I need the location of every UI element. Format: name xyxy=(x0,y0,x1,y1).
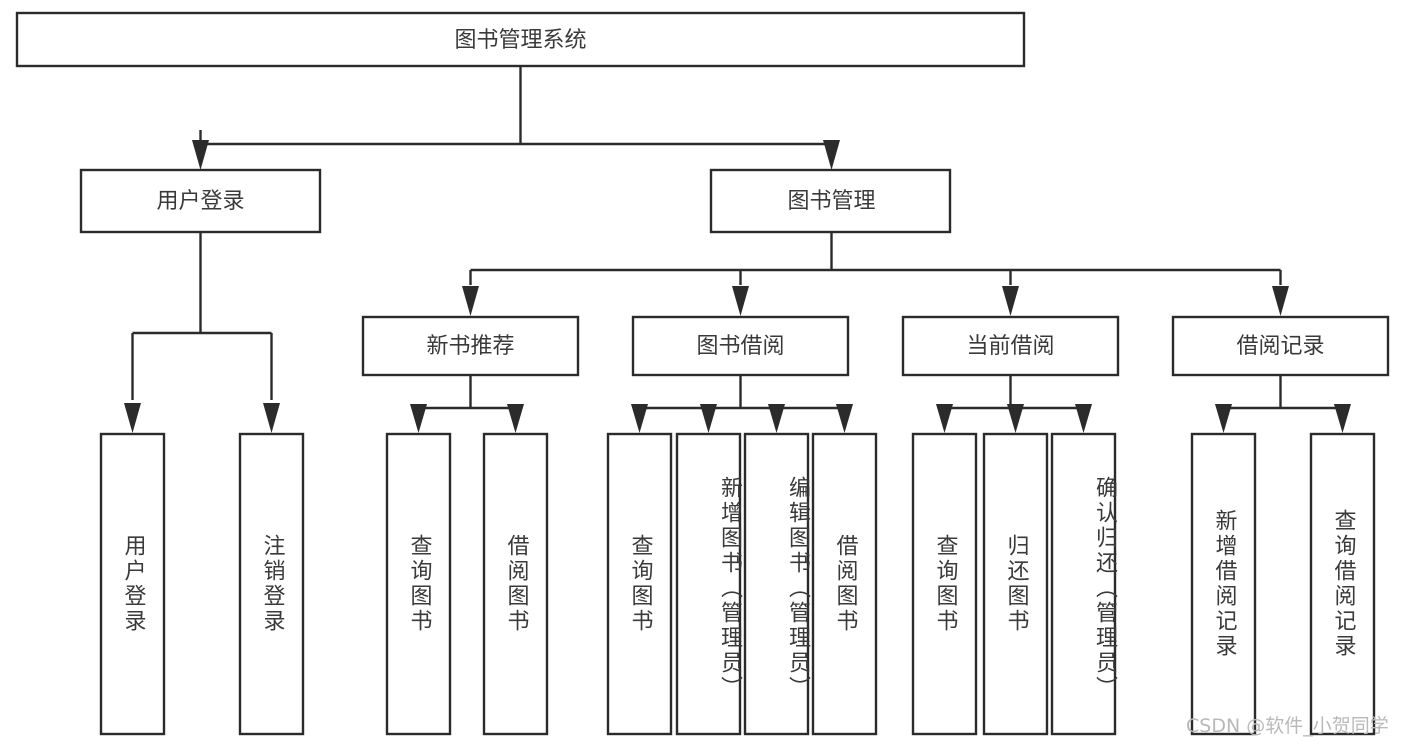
connector-group-root xyxy=(192,66,840,170)
leaf-query-borrow-record-box[interactable] xyxy=(1309,432,1376,736)
leaf-user-logout-box[interactable] xyxy=(238,432,305,736)
node-root-label: 图书管理系统 xyxy=(454,28,586,53)
leaf-borrow-book-recommend-box[interactable] xyxy=(482,432,549,736)
leaf-add-borrow-record-box[interactable] xyxy=(1190,432,1257,736)
arrow-head-leaf-query-borrow-record xyxy=(1334,404,1351,433)
node-root[interactable]: 图书管理系统 xyxy=(15,11,1026,68)
connector-group-book-borrow xyxy=(631,375,853,433)
arrow-head-leaf-edit-book xyxy=(768,404,785,433)
leaf-borrow-book-box[interactable] xyxy=(811,432,878,736)
leaf-add-book-box[interactable] xyxy=(675,432,742,736)
arrow-head-leaf-query-book-current xyxy=(936,404,953,433)
connector-group-user-login xyxy=(124,232,280,433)
arrow-head-leaf-borrow-book xyxy=(836,404,853,433)
arrow-head-new-book-recommend xyxy=(462,286,479,316)
node-book-manage-label: 图书管理 xyxy=(787,189,875,214)
node-book-borrow-box[interactable] xyxy=(631,315,850,377)
node-book-borrow-label: 图书借阅 xyxy=(696,334,784,359)
arrow-head-leaf-user-login xyxy=(124,403,141,433)
node-new-book-recommend[interactable]: 新书推荐 xyxy=(361,315,580,377)
arrow-head-borrow-record xyxy=(1272,286,1289,316)
node-borrow-record-label: 借阅记录 xyxy=(1236,334,1324,359)
arrow-head-leaf-return-book xyxy=(1007,404,1024,433)
arrow-head-leaf-add-book xyxy=(700,404,717,433)
node-new-book-recommend-label: 新书推荐 xyxy=(426,334,514,359)
node-borrow-record[interactable]: 借阅记录 xyxy=(1171,315,1390,377)
arrow-head-current-borrow xyxy=(1002,286,1019,316)
arrow-head-leaf-user-logout xyxy=(263,403,280,433)
node-book-borrow[interactable]: 图书借阅 xyxy=(631,315,850,377)
csdn-watermark: CSDN @软件_小贺同学 xyxy=(1186,715,1389,737)
node-user-login-box[interactable] xyxy=(79,168,322,234)
arrow-head-leaf-query-book-borrow xyxy=(631,404,648,433)
node-user-login[interactable]: 用户登录 xyxy=(79,168,322,234)
arrow-head-leaf-confirm-return xyxy=(1075,404,1092,433)
node-book-manage[interactable]: 图书管理 xyxy=(709,168,952,234)
leaf-query-book-current-box[interactable] xyxy=(911,432,978,736)
connector-group-borrow-record xyxy=(1215,375,1351,433)
node-borrow-record-box[interactable] xyxy=(1171,315,1390,377)
node-user-login-label: 用户登录 xyxy=(156,189,244,214)
node-current-borrow-label: 当前借阅 xyxy=(966,334,1054,359)
node-new-book-recommend-box[interactable] xyxy=(361,315,580,377)
connector-group-new-book-recommend xyxy=(410,375,524,433)
node-current-borrow-box[interactable] xyxy=(901,315,1120,377)
connector-group-current-borrow xyxy=(936,375,1092,433)
leaf-user-login-box[interactable] xyxy=(99,432,166,736)
leaf-query-book-borrow-box[interactable] xyxy=(606,432,673,736)
arrow-head-leaf-query-book-recommend xyxy=(410,404,427,433)
leaf-return-book-box[interactable] xyxy=(982,432,1049,736)
node-root-box[interactable] xyxy=(15,11,1026,68)
arrow-head-book-manage xyxy=(823,140,840,170)
leaf-edit-book-box[interactable] xyxy=(743,432,810,736)
arrow-head-leaf-borrow-book-recommend xyxy=(507,404,524,433)
leaf-query-book-recommend-box[interactable] xyxy=(385,432,452,736)
connector-group-book-manage xyxy=(462,232,1289,316)
leaf-box-group xyxy=(99,432,1376,736)
node-current-borrow[interactable]: 当前借阅 xyxy=(901,315,1120,377)
arrow-head-book-borrow xyxy=(732,286,749,316)
leaf-confirm-return-box[interactable] xyxy=(1050,432,1117,736)
arrow-head-leaf-add-borrow-record xyxy=(1215,404,1232,433)
node-book-manage-box[interactable] xyxy=(709,168,952,234)
arrow-head-user-login xyxy=(192,140,209,170)
